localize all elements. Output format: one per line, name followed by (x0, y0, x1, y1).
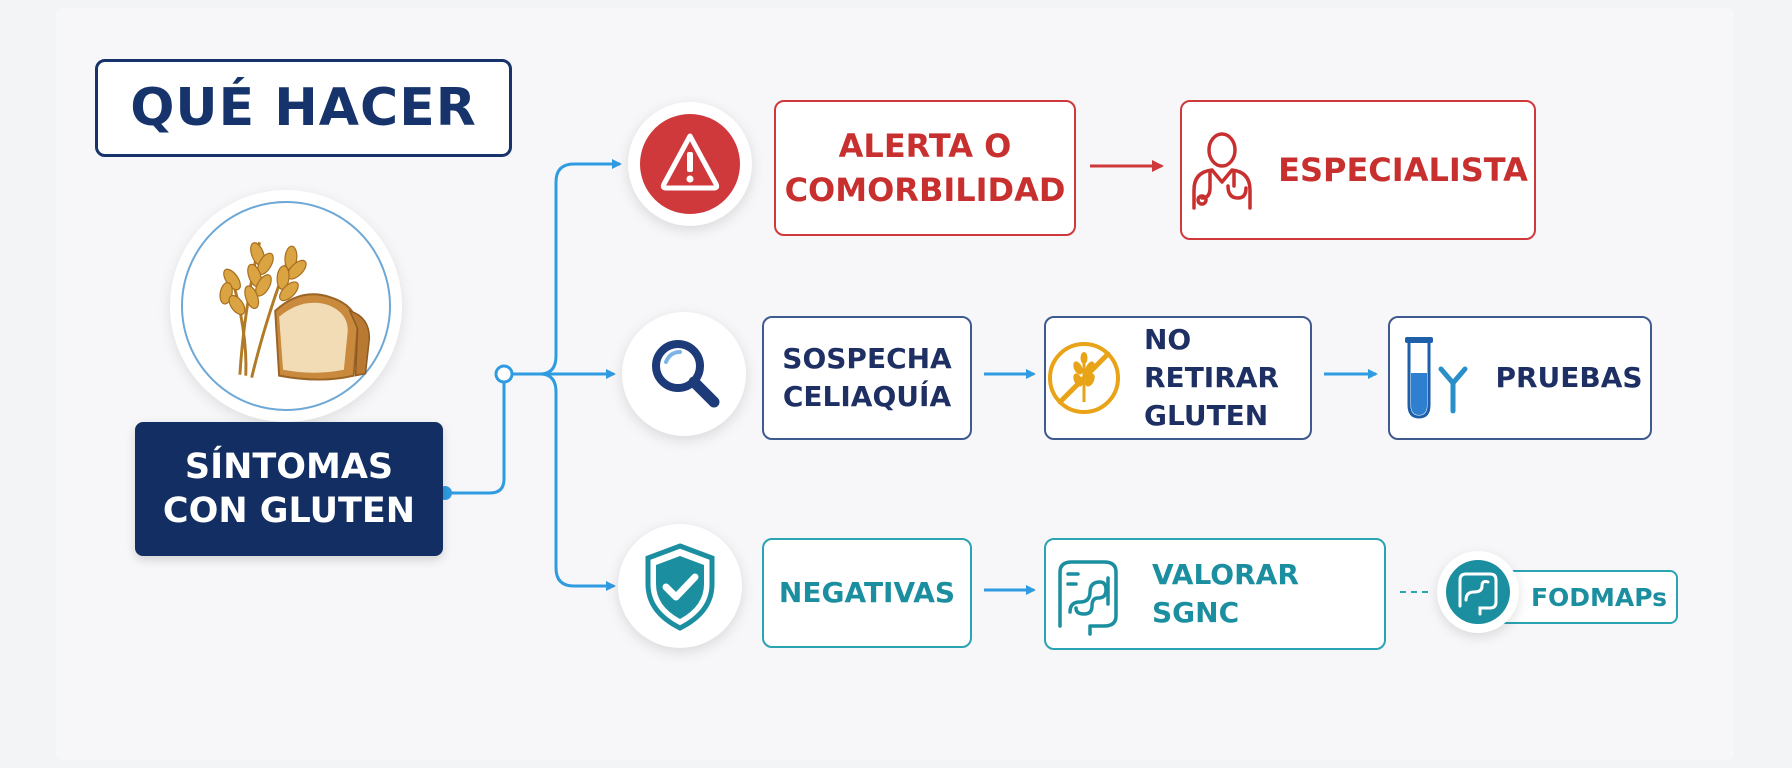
magnifier-icon (652, 340, 720, 408)
test-tube-antibody-icon (1405, 337, 1468, 419)
warning-icon-circle (628, 102, 752, 226)
no-retirar-line-1: NO RETIRAR (1144, 323, 1279, 394)
wheat-bread-photo (170, 190, 402, 422)
page-title: QUÉ HACER (130, 78, 477, 138)
sospecha-line-1: SOSPECHA (782, 342, 952, 375)
source-line-2: CON GLUTEN (162, 491, 416, 531)
no-gluten-icon (1048, 342, 1120, 414)
warning-icon (640, 114, 740, 214)
doctor-icon (1192, 132, 1252, 210)
connector-hub-to-shield (512, 372, 616, 591)
hub-node (494, 364, 514, 384)
negativas-label: NEGATIVAS (778, 576, 956, 609)
shield-check-icon (645, 543, 715, 631)
magnifier-icon-circle (622, 312, 746, 436)
especialista-label: ESPECIALISTA (1278, 151, 1528, 189)
shield-icon-circle (618, 524, 742, 648)
intestine-icon (1446, 560, 1510, 624)
source-line-1: SÍNTOMAS (184, 447, 394, 487)
optional-fodmaps: FODMAPs (1496, 570, 1678, 624)
source-box-sintomas: SÍNTOMAS CON GLUTEN (135, 422, 443, 556)
step-no-retirar-gluten: NO RETIRAR GLUTEN (1044, 316, 1312, 440)
alerta-line-1: ALERTA O (838, 127, 1012, 165)
step-alerta-comorbilidad: ALERTA O COMORBILIDAD (774, 100, 1076, 236)
fodmaps-label: FODMAPs (1530, 582, 1668, 612)
no-retirar-line-2: GLUTEN (1144, 399, 1269, 432)
pruebas-label: PRUEBAS (1495, 361, 1643, 394)
step-especialista: ESPECIALISTA (1180, 100, 1536, 240)
connector-hub-to-warning (512, 159, 622, 376)
fodmaps-icon-circle (1437, 551, 1519, 633)
intestine-icon (1058, 560, 1118, 636)
alerta-line-2: COMORBILIDAD (784, 171, 1066, 209)
valorar-label: VALORAR SGNC (1152, 558, 1299, 629)
step-valorar-sgnc: VALORAR SGNC (1044, 538, 1386, 650)
wheat-and-bread-icon (181, 201, 391, 411)
connector-source-to-hub (445, 376, 506, 495)
step-pruebas: PRUEBAS (1388, 316, 1652, 440)
title-box: QUÉ HACER (95, 59, 512, 157)
step-negativas: NEGATIVAS (762, 538, 972, 648)
step-sospecha-celiaquia: SOSPECHA CELIAQUÍA (762, 316, 972, 440)
sospecha-line-2: CELIAQUÍA (782, 380, 952, 413)
